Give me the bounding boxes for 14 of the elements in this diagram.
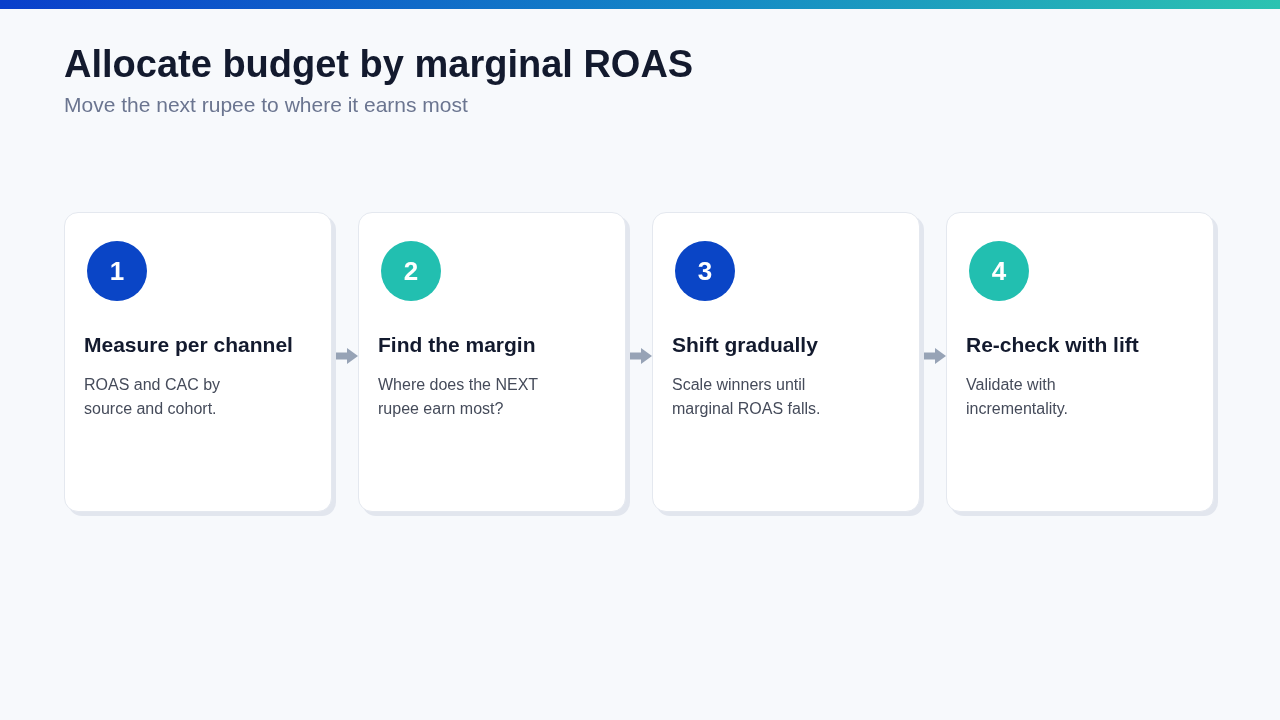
step-description: Where does the NEXT rupee earn most? bbox=[378, 375, 539, 419]
step-number: 4 bbox=[969, 241, 1029, 301]
step-title: Find the margin bbox=[378, 332, 537, 358]
step-description: Scale winners until marginal ROAS falls. bbox=[672, 375, 822, 419]
step-number: 2 bbox=[381, 241, 441, 301]
subtitle: Move the next rupee to where it earns most bbox=[64, 92, 468, 118]
step-title: Measure per channel bbox=[84, 332, 294, 358]
step-number: 3 bbox=[675, 241, 735, 301]
step-description: Validate with incrementality. bbox=[966, 375, 1069, 419]
step-title: Shift gradually bbox=[672, 332, 819, 358]
step-description: ROAS and CAC by source and cohort. bbox=[84, 375, 222, 419]
page-title: Allocate budget by marginal ROAS bbox=[64, 42, 694, 87]
step-title: Re-check with lift bbox=[966, 332, 1140, 358]
step-number: 1 bbox=[87, 241, 147, 301]
